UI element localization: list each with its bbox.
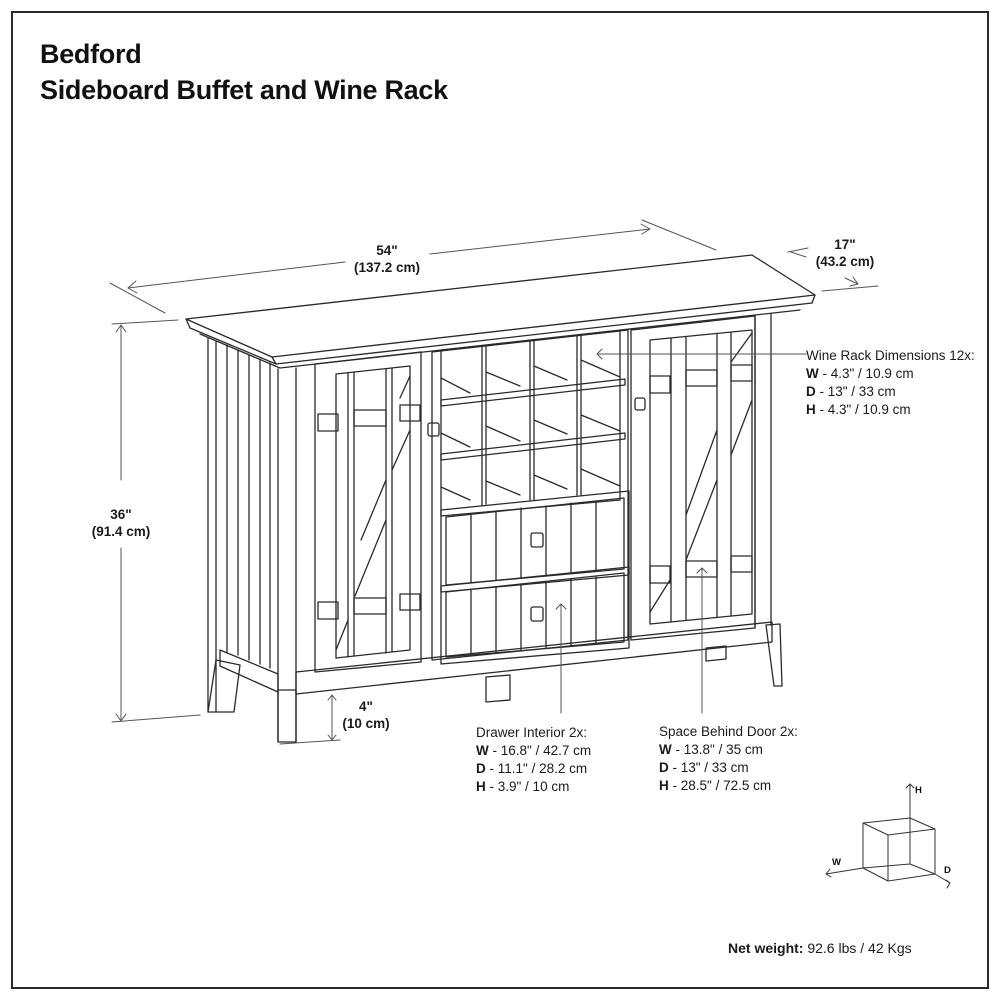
height-imperial: 36" [110,507,132,522]
spec-value: - 13.8" / 35 cm [671,742,763,757]
spec-value: - 16.8" / 42.7 cm [488,743,592,758]
width-dimension-line [109,219,717,314]
width-dimension-label: 54" (137.2 cm) [345,242,429,276]
leg-clearance-dimension [279,694,341,745]
spec-value: - 4.3" / 10.9 cm [818,366,914,381]
axis-legend-cube [825,783,951,889]
door-space-width: W - 13.8" / 35 cm [659,741,798,759]
wine-rack-heading: Wine Rack Dimensions 12x: [806,348,975,363]
drawer-interior-heading: Drawer Interior 2x: [476,725,588,740]
diagram-frame [11,11,989,989]
wine-rack [431,329,629,661]
leg-clearance-metric: (10 cm) [342,716,390,731]
spec-key: H [806,402,816,417]
drawer-height: H - 3.9" / 10 cm [476,778,591,796]
depth-metric: (43.2 cm) [815,254,875,269]
leg-clearance-label: 4" (10 cm) [338,698,394,732]
left-door [314,351,440,673]
spec-value: - 11.1" / 28.2 cm [485,761,588,776]
width-metric: (137.2 cm) [353,260,421,275]
wine-rack-depth: D - 13" / 33 cm [806,383,975,401]
wine-rack-height: H - 4.3" / 10.9 cm [806,401,975,419]
wine-rack-spec: Wine Rack Dimensions 12x: W - 4.3" / 10.… [806,347,975,419]
space-behind-door-heading: Space Behind Door 2x: [659,724,798,739]
right-leg [485,313,783,703]
axis-label-w: W [832,857,841,868]
depth-dimension-line [787,247,879,292]
spec-key: H [476,779,486,794]
depth-imperial: 17" [834,237,856,252]
door-space-depth: D - 13" / 33 cm [659,759,798,777]
drawer-width: W - 16.8" / 42.7 cm [476,742,591,760]
left-side-panel [207,337,279,713]
height-metric: (91.4 cm) [91,524,151,539]
net-weight-label: Net weight: [728,940,804,956]
width-imperial: 54" [376,243,398,258]
title-line-brand: Bedford [40,39,142,69]
leader-lines [555,348,807,714]
height-dimension-line [111,319,201,723]
leg-clearance-imperial: 4" [359,699,373,714]
drawers [440,490,630,665]
spec-key: W [476,743,489,758]
spec-key: H [659,778,669,793]
depth-dimension-label: 17" (43.2 cm) [806,236,884,270]
height-dimension-label: 36" (91.4 cm) [80,506,162,540]
net-weight-value: 92.6 lbs / 42 Kgs [803,940,912,956]
front-bottom-rail [295,621,773,695]
spec-value: - 3.9" / 10 cm [485,779,570,794]
right-door [630,315,756,641]
spec-value: - 4.3" / 10.9 cm [815,402,911,417]
spec-key: W [659,742,672,757]
spec-value: - 28.5" / 72.5 cm [668,778,772,793]
spec-key: D [476,761,486,776]
axis-label-d: D [944,865,951,876]
axis-label-h: H [915,785,922,796]
wine-rack-width: W - 4.3" / 10.9 cm [806,365,975,383]
top-surface [185,254,816,369]
spec-value: - 13" / 33 cm [815,384,896,399]
front-left-leg [277,367,297,743]
drawer-depth: D - 11.1" / 28.2 cm [476,760,591,778]
net-weight: Net weight: 92.6 lbs / 42 Kgs [728,940,912,956]
drawer-interior-spec: Drawer Interior 2x: W - 16.8" / 42.7 cm … [476,724,591,796]
spec-key: D [659,760,669,775]
space-behind-door-spec: Space Behind Door 2x: W - 13.8" / 35 cm … [659,723,798,795]
title-line-product: Sideboard Buffet and Wine Rack [40,75,448,105]
door-space-height: H - 28.5" / 72.5 cm [659,777,798,795]
spec-key: W [806,366,819,381]
page-title: Bedford Sideboard Buffet and Wine Rack [40,36,448,108]
spec-value: - 13" / 33 cm [668,760,749,775]
spec-key: D [806,384,816,399]
